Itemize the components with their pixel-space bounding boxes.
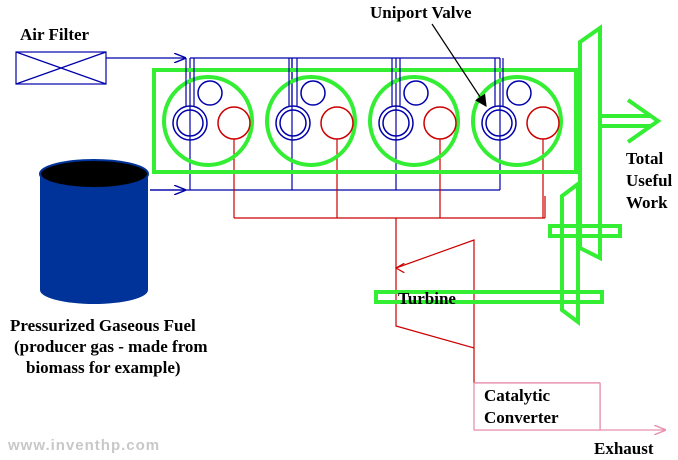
cylinder-bore (265, 75, 357, 167)
fuel-label-line3: biomass for example) (26, 358, 181, 377)
work-label: Work (626, 193, 668, 212)
fuel-label-line2: (producer gas - made from (14, 337, 208, 356)
output-shaft (576, 24, 662, 262)
exhaust-port (423, 106, 457, 140)
catalytic-label-line2: Converter (484, 408, 559, 427)
exhaust-port (526, 106, 560, 140)
uniport-valve-outer (378, 105, 414, 141)
fuel-injector-port (197, 80, 223, 106)
cylinder-bore (471, 75, 563, 167)
exhaust-port (217, 106, 251, 140)
uniport-valve-label: Uniport Valve (370, 3, 472, 22)
exhaust-label: Exhaust (594, 439, 654, 458)
total-label: Total (626, 149, 663, 168)
air-filter-label: Air Filter (20, 25, 90, 44)
fuel-tank (39, 159, 149, 304)
catalytic-converter-box (473, 382, 601, 431)
fuel-label-line1: Pressurized Gaseous Fuel (10, 316, 196, 335)
uniport-valve-outer (481, 105, 517, 141)
useful-label: Useful (626, 171, 673, 190)
exhaust-risers (233, 139, 544, 218)
uniport-valve-inner (176, 109, 204, 137)
cylinder-4 (471, 58, 563, 167)
turbine-shaft (374, 180, 622, 326)
fuel-injector-port (300, 80, 326, 106)
uniport-valve-outer (275, 105, 311, 141)
cylinder-2 (265, 58, 357, 167)
uniport-valve-outer (172, 105, 208, 141)
cylinders (162, 58, 563, 167)
uniport-pointer (431, 23, 487, 108)
cylinder-bore (162, 75, 254, 167)
engine-block (152, 68, 578, 174)
uniport-valve-inner (279, 109, 307, 137)
cylinder-1 (162, 58, 254, 167)
cylinder-3 (368, 58, 460, 167)
turbine-label: Turbine (398, 289, 456, 308)
uniport-valve-inner (382, 109, 410, 137)
air-filter (15, 51, 107, 85)
catalytic-label-line1: Catalytic (484, 386, 551, 405)
uniport-valve-inner (485, 109, 513, 137)
cylinder-bore (368, 75, 460, 167)
fuel-injector-port (403, 80, 429, 106)
fuel-injector-port (506, 80, 532, 106)
watermark: www.inventhp.com (7, 437, 160, 454)
exhaust-port (320, 106, 354, 140)
